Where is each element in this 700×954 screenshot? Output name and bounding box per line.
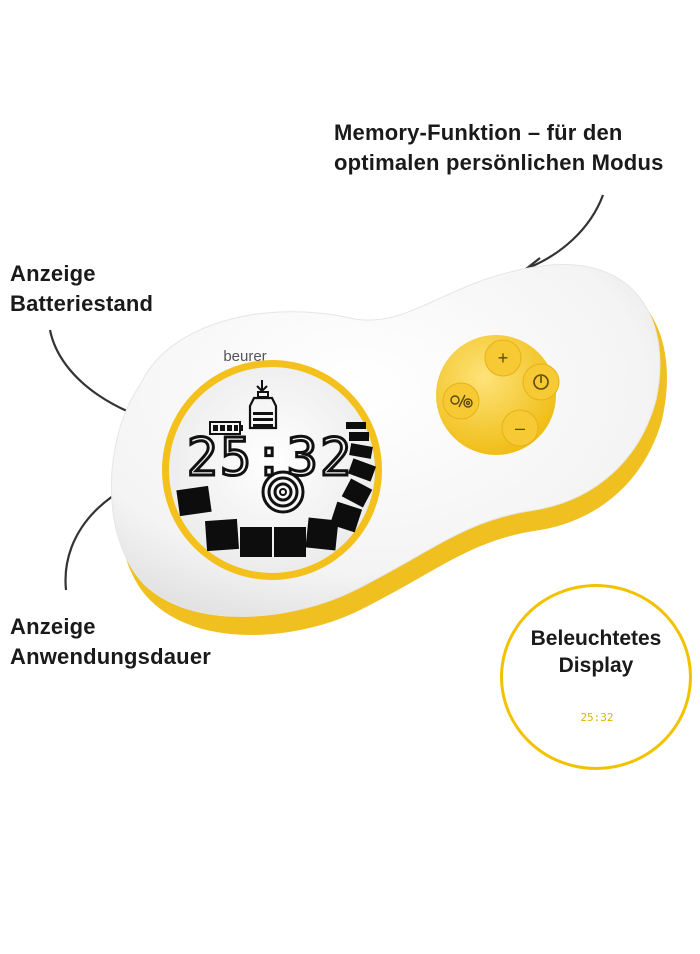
- mode-button[interactable]: [442, 382, 480, 420]
- badge-line2: Display: [558, 654, 634, 677]
- callout-battery-line2: Batteriestand: [10, 291, 154, 316]
- minus-label: –: [515, 418, 525, 438]
- duration-segment: [176, 485, 212, 517]
- bottle-icon: [248, 380, 278, 430]
- suction-icon: [261, 470, 305, 514]
- callout-battery-line1: Anzeige: [10, 261, 96, 286]
- callout-usage-duration: Anzeige Anwendungsdauer: [10, 612, 211, 672]
- brand-logo: beurer: [223, 348, 266, 365]
- callout-memory-line2: optimalen persönlichen Modus: [334, 150, 664, 175]
- duration-segment: [349, 432, 369, 441]
- duration-segment: [341, 478, 373, 508]
- duration-segment: [274, 527, 306, 557]
- duration-segment: [349, 443, 373, 459]
- duration-segment: [305, 517, 339, 551]
- badge-text: Beleuchtetes Display: [503, 625, 689, 679]
- callout-duration-line2: Anwendungsdauer: [10, 644, 212, 669]
- mode-icon: [450, 394, 473, 408]
- lcd-time-display: 25:32: [187, 428, 354, 488]
- arrow-memory: [527, 194, 605, 270]
- callout-memory-function: Memory-Funktion – für den optimalen pers…: [334, 118, 664, 178]
- plus-button[interactable]: +: [484, 339, 522, 377]
- duration-segment: [240, 527, 272, 557]
- plus-label: +: [498, 348, 509, 368]
- power-button[interactable]: [522, 363, 560, 401]
- power-icon: [533, 374, 549, 390]
- duration-segment: [204, 518, 240, 552]
- badge-line1: Beleuchtetes: [530, 627, 662, 650]
- minus-button[interactable]: –: [501, 409, 539, 447]
- duration-segments: [176, 422, 377, 557]
- battery-icon: [209, 421, 243, 435]
- illuminated-display-badge: Beleuchtetes Display: [500, 584, 692, 770]
- duration-segment: [329, 501, 363, 533]
- duration-segment: [346, 422, 366, 429]
- duration-segment: [347, 458, 377, 482]
- callout-duration-line1: Anzeige: [10, 614, 96, 639]
- callout-memory-line1: Memory-Funktion – für den: [334, 120, 623, 145]
- callout-battery-level: Anzeige Batteriestand: [10, 259, 153, 319]
